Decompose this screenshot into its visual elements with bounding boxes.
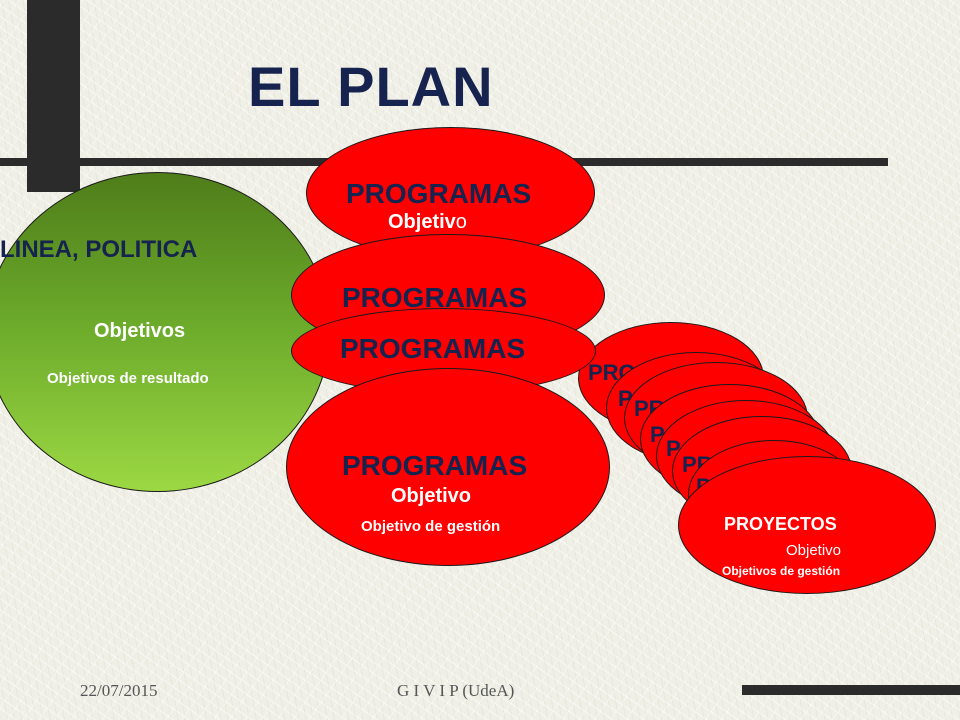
linea-objetivos-label: Objetivos <box>94 320 186 342</box>
proyecto-ellipse-front <box>678 456 936 594</box>
proyecto-front-objetivo: Objetivo <box>786 542 842 559</box>
linea-politica-title: LINEA, POLITICA <box>0 236 198 263</box>
slide-title: EL PLAN <box>248 55 494 118</box>
programa-objetivo-1: Objetivo <box>388 211 467 233</box>
programa-label-4: PROGRAMAS <box>342 450 528 481</box>
decorative-footer-bar <box>742 685 960 695</box>
footer-organization: G I V I P (UdeA) <box>397 681 515 700</box>
linea-objetivos-resultado-label: Objetivos de resultado <box>47 370 209 387</box>
programa-label-3: PROGRAMAS <box>340 333 526 364</box>
programa-objetivo-4: Objetivo <box>391 485 472 507</box>
programa-objetivo-gestion-4: Objetivo de gestión <box>361 518 501 535</box>
programa-label-1: PROGRAMAS <box>346 178 532 209</box>
programa-ellipse-4 <box>286 368 610 566</box>
footer-date: 22/07/2015 <box>80 681 158 700</box>
linea-politica-ellipse <box>0 172 330 492</box>
proyecto-front-objetivos-gestion: Objetivos de gestión <box>722 564 841 578</box>
proyecto-front-label: PROYECTOS <box>724 514 837 534</box>
